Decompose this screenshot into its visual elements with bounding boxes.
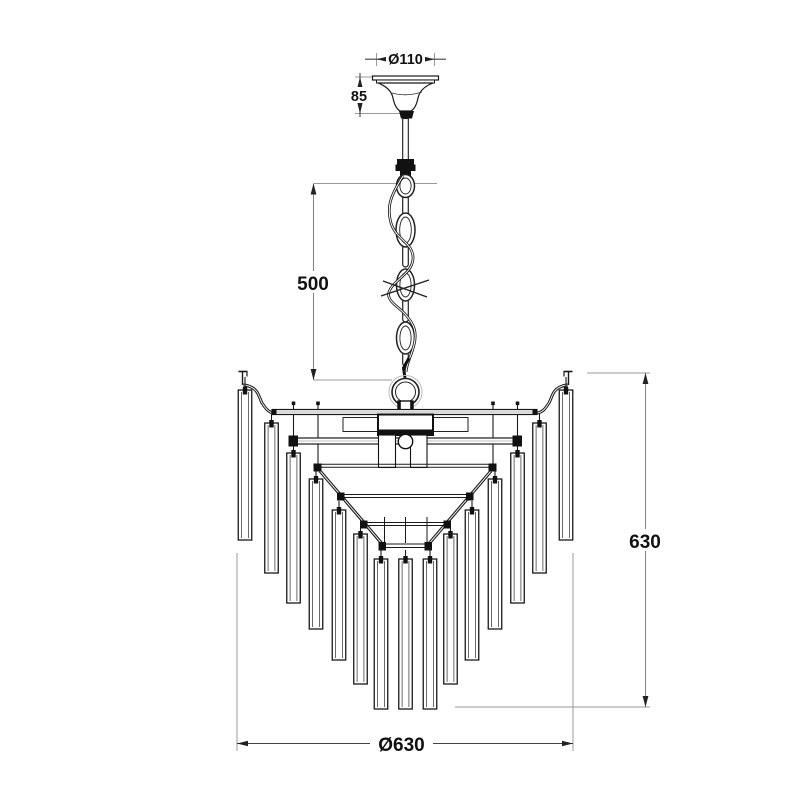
right-side-plate	[432, 417, 469, 432]
rod-bead	[469, 507, 475, 515]
center-hub	[342, 413, 469, 469]
canopy-diameter-label: Ø110	[388, 52, 423, 68]
cable-tie	[380, 279, 430, 297]
suspension-chain	[395, 173, 416, 367]
cone-node	[488, 463, 497, 472]
left-post	[377, 434, 397, 469]
suspension-length-label: 500	[297, 274, 329, 295]
rod-bead	[427, 556, 433, 564]
cone-node	[443, 520, 451, 529]
crystal-rod	[558, 377, 574, 541]
rod-bead	[515, 450, 520, 458]
hub-ball	[397, 433, 414, 450]
dimension-canopy-diameter: Ø110	[365, 50, 446, 68]
body-height-label: 630	[629, 532, 661, 553]
right-arm	[536, 370, 573, 415]
crystal-rod	[532, 414, 547, 574]
cone-node	[424, 542, 432, 551]
crystal-rod	[331, 501, 347, 661]
dimension-canopy-height: 85	[347, 73, 400, 117]
cone-node	[466, 492, 474, 501]
rod-bead	[291, 450, 296, 458]
crystal-rod	[487, 471, 503, 630]
rod-bead	[336, 507, 342, 515]
canopy-collar	[399, 111, 414, 119]
crystal-rod	[510, 446, 525, 604]
cone-node	[313, 463, 322, 472]
left-side-plate	[342, 417, 379, 432]
cone-frame	[313, 463, 497, 551]
crystal-rods	[237, 377, 574, 710]
crystal-rod	[398, 550, 413, 710]
crystal-rod	[237, 377, 253, 541]
crystal-rod	[264, 414, 279, 574]
cone-node	[337, 492, 345, 501]
rod-bead	[269, 420, 274, 428]
power-cable	[380, 175, 430, 373]
rod-bead	[537, 420, 542, 428]
crystal-rod	[286, 446, 301, 604]
crystal-rod	[443, 528, 458, 685]
body-diameter-label: Ø630	[378, 735, 424, 756]
dimension-suspension-length: 500	[291, 183, 437, 381]
crystal-rod	[373, 550, 389, 710]
rod-bead	[492, 476, 498, 484]
dimension-body-height: 630	[455, 372, 668, 708]
rod-bead	[448, 531, 453, 539]
rod-bead	[358, 531, 363, 539]
dimension-body-diameter: Ø630	[236, 553, 574, 756]
hanging-stem	[395, 117, 416, 176]
rod-bead	[378, 556, 384, 564]
crystal-rod	[422, 550, 438, 710]
cone-node	[360, 520, 368, 529]
crystal-rod	[308, 471, 324, 630]
crystal-rod	[464, 501, 480, 661]
left-arm	[238, 370, 275, 415]
rod-bead	[313, 476, 319, 484]
rod-bead	[403, 556, 408, 564]
ceiling-canopy	[371, 75, 440, 119]
cone-node	[378, 542, 386, 551]
crystal-rod	[353, 528, 368, 685]
rod-bead	[563, 387, 569, 395]
rod-bead	[242, 387, 248, 395]
canopy-height-label: 85	[351, 89, 367, 105]
shackle	[401, 357, 411, 379]
